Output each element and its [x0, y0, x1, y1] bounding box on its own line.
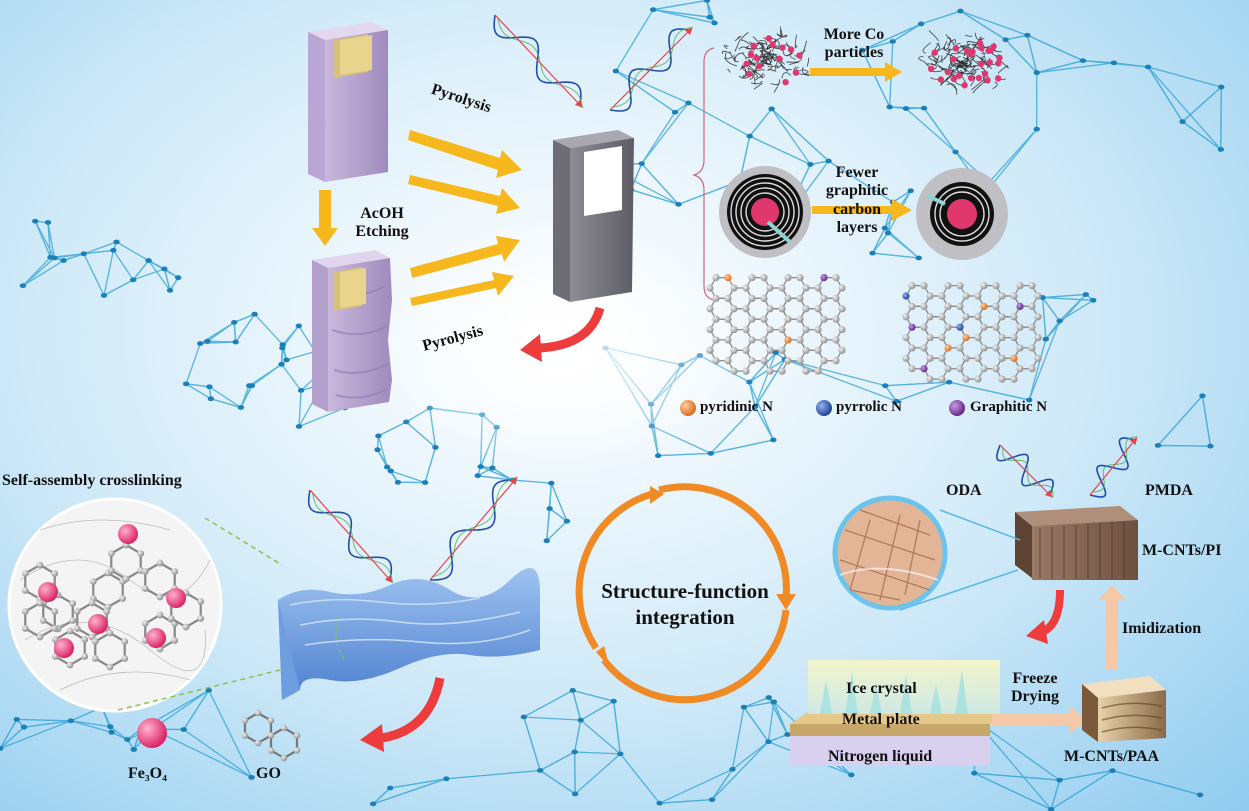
fewer-line1: Fewer — [835, 164, 879, 181]
more-co-line2: particles — [824, 44, 884, 62]
center-glow — [360, 250, 760, 470]
fewer-line2: graphitic — [825, 182, 889, 200]
zif-column-etched — [312, 250, 392, 412]
go-label: GO — [256, 765, 281, 782]
em-waves — [307, 14, 1138, 584]
cycle-ring — [575, 483, 790, 704]
pmda-label: PMDA — [1145, 482, 1193, 499]
freeze-line1: Freeze — [1012, 670, 1058, 687]
fe3o4-particle-icon — [137, 718, 167, 748]
fewer-line4: layers — [836, 219, 878, 237]
zif-column-top — [308, 22, 388, 182]
n-doped-lattice-after — [902, 282, 1042, 383]
legend-pyridinic-label: pyridinic N — [700, 399, 773, 415]
go-molecule-icon — [241, 709, 301, 762]
red-arrow-2 — [381, 677, 445, 743]
shell-arrow — [812, 199, 912, 221]
legend-graphitic-ball — [949, 400, 965, 416]
freeze-dry-arrow — [992, 706, 1086, 734]
fewer-layers-label: Fewer graphitic carbon layers — [812, 164, 902, 238]
mcnts-paa-cube — [1082, 676, 1166, 742]
pyrolysis-arrows — [408, 130, 522, 306]
co-particles-arrow — [810, 62, 902, 82]
legend-pyridinic-ball — [680, 400, 696, 416]
blue-foam — [278, 567, 540, 700]
self-assembly-zoom — [7, 497, 289, 713]
freeze-drying-label: Freeze Drying — [1000, 670, 1070, 707]
carbon-shell-before — [719, 166, 811, 258]
fe3o4-label: Fe₃O₄ — [128, 765, 167, 782]
acoh-line2: Etching — [355, 223, 409, 241]
center-title-line2: integration — [635, 605, 735, 630]
legend-pyrrolic-label: pyrrolic N — [836, 399, 902, 415]
pi-zoom-circle — [832, 495, 1021, 611]
self-assembly-label: Self-assembly crosslinking — [2, 472, 182, 489]
imidization-arrow — [1098, 585, 1126, 670]
acoh-etching-label: AcOH Etching — [346, 205, 418, 242]
ice-crystal-label: Ice crystal — [846, 680, 917, 697]
acoh-line1: AcOH — [360, 205, 404, 222]
carbon-shell-after — [916, 168, 1008, 260]
freeze-drying-rig — [790, 660, 1000, 766]
more-co-label: More Co particles — [812, 26, 896, 63]
metal-plate-label: Metal plate — [842, 711, 920, 728]
imidization-label: Imidization — [1122, 620, 1202, 637]
center-title: Structure-function integration — [580, 578, 790, 631]
n-doped-lattice-before — [706, 274, 846, 375]
etching-arrow — [312, 190, 338, 246]
red-arrow-1 — [539, 306, 605, 353]
freeze-line2: Drying — [1011, 688, 1059, 706]
oda-label: ODA — [946, 482, 982, 499]
carbon-column — [553, 130, 634, 302]
more-co-line1: More Co — [823, 26, 885, 43]
mcnts-pi-block — [1015, 506, 1138, 580]
mcnts-pi-label: M-CNTs/PI — [1142, 542, 1222, 559]
center-title-line1: Structure-function — [601, 579, 769, 603]
legend-pyrrolic-ball — [816, 400, 832, 416]
bracket — [691, 47, 715, 301]
mcnts-paa-label: M-CNTs/PAA — [1064, 748, 1160, 765]
legend-graphitic-label: Graphitic N — [970, 399, 1048, 415]
nitrogen-liquid-label: Nitrogen liquid — [828, 748, 933, 765]
fewer-line3: carbon — [833, 200, 881, 218]
cnt-cluster-after — [918, 30, 1009, 95]
cnt-cluster-before — [721, 26, 810, 93]
